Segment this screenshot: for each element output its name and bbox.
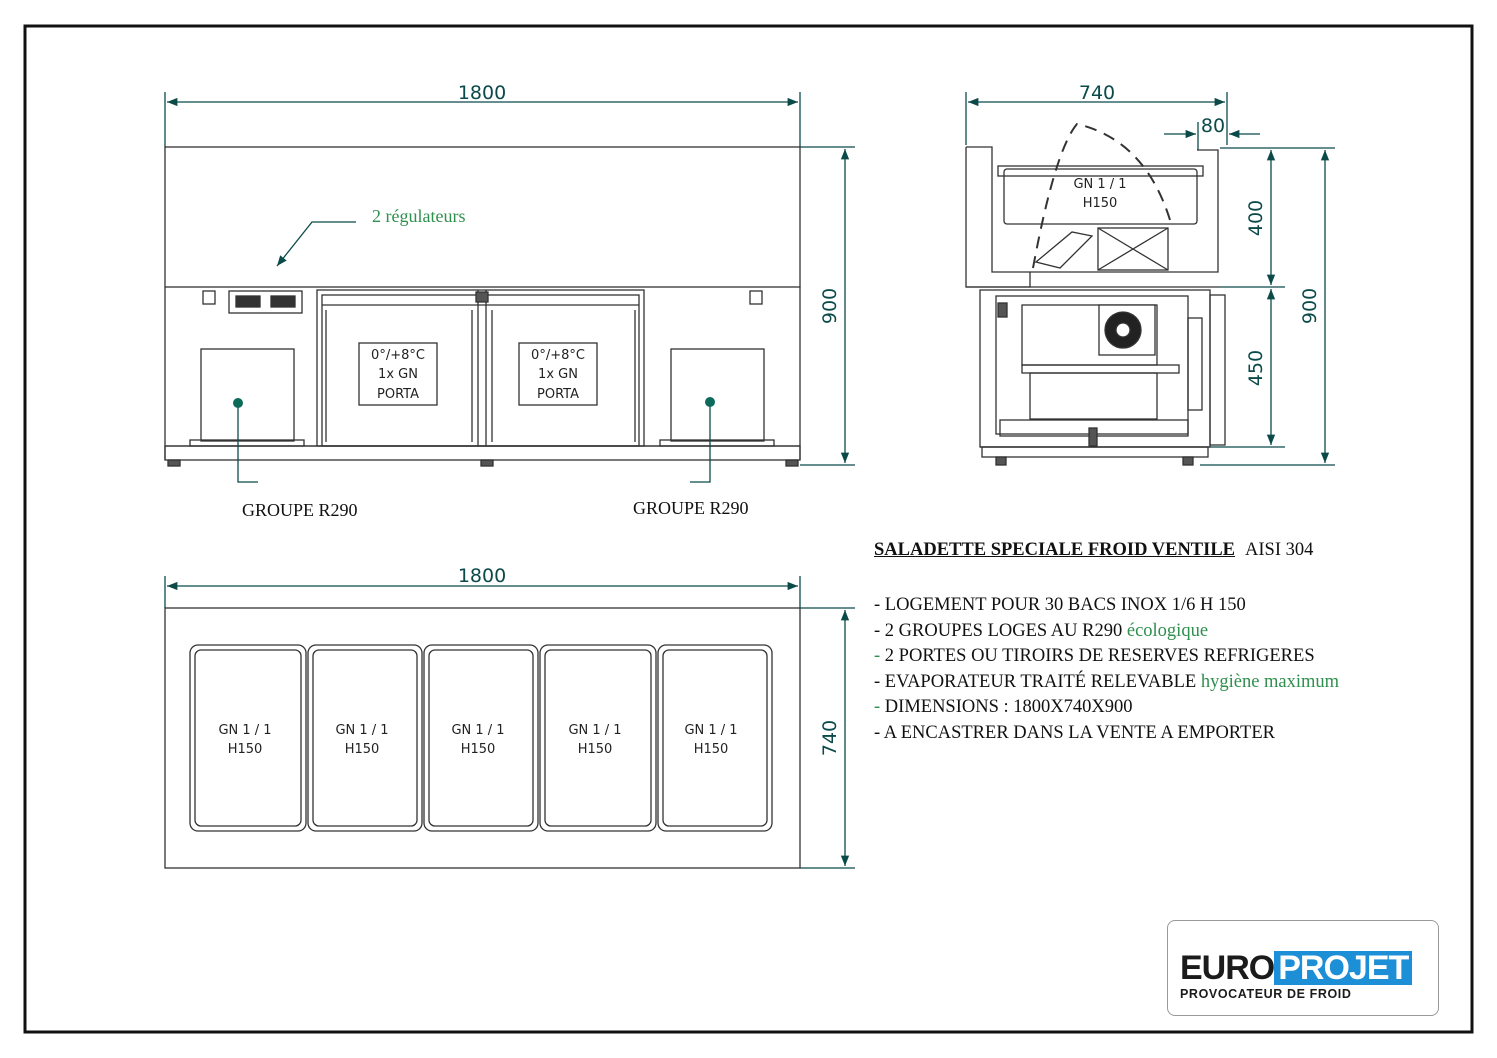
side-total-height-dim: 900 [1299,288,1321,324]
side-pan-label-2: H150 [1083,196,1118,211]
door-1-temp: 0°/+8°C [371,348,425,363]
spec-dash: - [874,697,885,718]
spec-text: A ENCASTRER DANS LA VENTE A EMPORTER [883,722,1275,743]
front-height-dim: 900 [819,288,841,324]
pan-2-label-1: GN 1 / 1 [335,723,388,738]
door-1-type: PORTA [377,387,419,402]
pan-5-label-1: GN 1 / 1 [684,723,737,738]
spec-item: - DIMENSIONS : 1800X740X900 [874,695,1434,721]
side-offset-dim: 80 [1201,115,1225,137]
door-2-type: PORTA [537,387,579,402]
regulator-label: 2 régulateurs [372,206,465,226]
pan-3-label-1: GN 1 / 1 [451,723,504,738]
spec-list: - LOGEMENT POUR 30 BACS INOX 1/6 H 150 -… [874,593,1434,747]
door-1-gn: 1x GN [378,367,418,382]
spec-text: 2 GROUPES LOGES AU R290 [884,620,1127,641]
spec-dash: - [874,620,885,641]
spec-text: DIMENSIONS : 1800X740X900 [884,697,1133,718]
top-view [164,576,855,869]
pan-5-label-2: H150 [694,742,729,757]
group-marker-right [705,397,715,407]
group-marker-left [233,398,243,408]
sheet-frame [23,24,1474,1034]
spec-item: - A ENCASTRER DANS LA VENTE A EMPORTER [874,721,1434,747]
spec-title-suffix: AISI 304 [1245,540,1314,560]
pan-3-label-2: H150 [461,742,496,757]
door-2-gn: 1x GN [538,367,578,382]
pan-2-label-2: H150 [345,742,380,757]
top-depth-dim: 740 [819,720,841,756]
spec-text: EVAPORATEUR TRAITÉ RELEVABLE [884,671,1201,692]
group-label-left: GROUPE R290 [242,500,358,520]
front-view [164,92,855,467]
spec-item: - EVAPORATEUR TRAITÉ RELEVABLE hygiène m… [874,670,1434,696]
spec-text: 2 PORTES OU TIROIRS DE RESERVES REFRIGER… [884,646,1315,667]
spec-dash: - [874,671,885,692]
spec-dash: - [874,722,884,743]
side-pan-label-1: GN 1 / 1 [1073,177,1126,192]
spec-dash: - [874,646,885,667]
side-lower-dim: 450 [1245,350,1267,386]
front-width-dim: 1800 [458,82,506,104]
side-width-dim: 740 [1079,82,1115,104]
logo-right-text: PROJET [1274,951,1413,985]
europrojet-logo: EURO PROJET PROVOCATEUR DE FROID [1167,920,1439,1016]
spec-green: écologique [1126,620,1209,641]
side-upper-dim: 400 [1245,200,1267,236]
spec-item: - 2 GROUPES LOGES AU R290 écologique [874,619,1434,645]
door-2-temp: 0°/+8°C [531,348,585,363]
pan-4-label-1: GN 1 / 1 [568,723,621,738]
pan-1-label-1: GN 1 / 1 [218,723,271,738]
spec-block: SALADETTE SPECIALE FROID VENTILE AISI 304… [874,540,1434,747]
spec-text: LOGEMENT POUR 30 BACS INOX 1/6 H 150 [884,595,1246,615]
spec-title: SALADETTE SPECIALE FROID VENTILE [874,540,1236,560]
spec-item: - LOGEMENT POUR 30 BACS INOX 1/6 H 150 [874,593,1434,619]
spec-title-row: SALADETTE SPECIALE FROID VENTILE AISI 304 [874,540,1434,561]
group-label-right: GROUPE R290 [633,498,749,518]
top-width-dim: 1800 [458,565,506,587]
pan-4-label-2: H150 [578,742,613,757]
logo-wordmark: EURO PROJET [1180,949,1413,987]
spec-green: hygiène maximum [1200,671,1340,692]
spec-item: - 2 PORTES OU TIROIRS DE RESERVES REFRIG… [874,644,1434,670]
group-leaders [237,221,711,483]
side-view [965,92,1335,466]
pan-1-label-2: H150 [228,742,263,757]
logo-tagline: PROVOCATEUR DE FROID [1180,987,1352,1001]
spec-dash: - [874,595,885,615]
logo-left-text: EURO [1180,949,1275,987]
